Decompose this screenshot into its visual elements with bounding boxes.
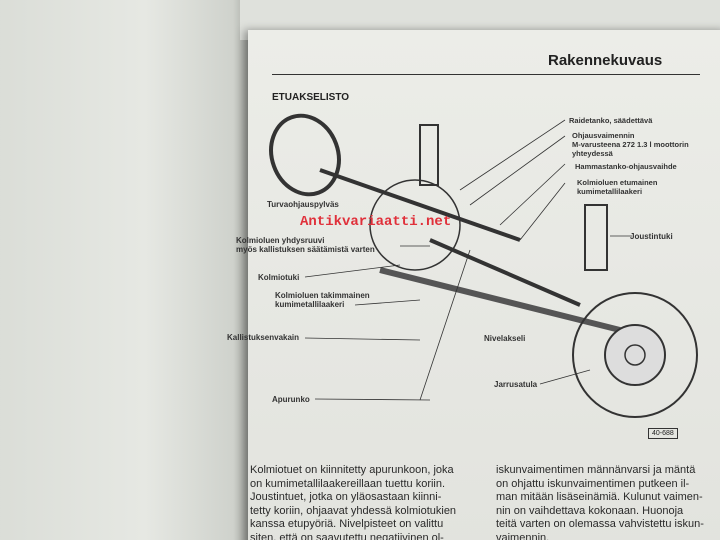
body-line: iskunvaimentimen männänvarsi ja mäntä xyxy=(496,464,696,476)
label-joustintuki: Joustintuki xyxy=(630,232,673,241)
body-line: Kolmiotuet on kiinnitetty apurunkoon, jo… xyxy=(250,464,454,476)
label-etumainen-2: kumimetallilaakeri xyxy=(577,187,643,196)
label-takimmainen-2: kumimetallilaakeri xyxy=(275,300,345,309)
body-line: teitä varten on olemassa vahvistettu isk… xyxy=(496,518,704,530)
right-strut xyxy=(584,204,608,271)
section-title: ETUAKSELISTO xyxy=(272,92,350,103)
body-line: vaimennin. xyxy=(496,531,550,540)
wheel-hub xyxy=(604,324,666,386)
left-brake-disc xyxy=(369,179,461,271)
subframe xyxy=(379,267,621,333)
label-raidetanko: Raidetanko, säädettävä xyxy=(569,116,653,125)
label-ohjausvaimennin-3: yhteydessä xyxy=(572,149,613,158)
label-nivelakseli: Nivelakseli xyxy=(484,334,526,343)
steering-column xyxy=(319,168,521,242)
body-line: tetty koriin, ohjaavat yhdessä kolmiotuk… xyxy=(250,504,457,517)
figure-number: 40-688 xyxy=(648,428,678,439)
leader-lines xyxy=(304,119,632,401)
label-turvaohjauspylvas: Turvaohjauspylväs xyxy=(267,200,339,209)
label-kolmiotuki: Kolmiotuki xyxy=(258,273,300,282)
left-page xyxy=(0,0,255,540)
body-line: nin on vaihdettava kokonaan. Huonoja xyxy=(496,504,684,517)
body-line: man mitään lisäseinämiä. Kulunut vaimen- xyxy=(496,491,703,503)
left-strut xyxy=(419,124,439,186)
steering-wheel xyxy=(269,113,341,197)
watermark: Antikvariaatti.net xyxy=(300,214,452,230)
right-wheel xyxy=(572,292,698,418)
label-yhdysruuvi-1: Kolmioluen yhdysruuvi xyxy=(236,236,325,245)
body-column-left: Kolmiotuet on kiinnitetty apurunkoon, jo… xyxy=(250,464,488,540)
body-column-right: iskunvaimentimen männänvarsi ja mäntä on… xyxy=(496,464,720,540)
label-ohjausvaimennin-2: M-varusteena 272 1.3 l moottorin xyxy=(572,140,689,149)
body-line: Joustintuet, jotka on yläosastaan kiinni… xyxy=(250,491,442,503)
page-title: Rakennekuvaus xyxy=(548,52,663,69)
label-apurunko: Apurunko xyxy=(272,395,310,404)
label-kallistuksenvakain: Kallistuksenvakain xyxy=(227,333,300,342)
label-hammastanko: Hammastanko-ohjausvaihde xyxy=(575,162,677,171)
body-line: on ohjattu iskunvaimentimen putkeen il- xyxy=(496,477,690,490)
body-line: on kumimetallilaakereillaan tuettu korii… xyxy=(250,477,446,490)
body-line: siten, että on saavutettu negatiivinen o… xyxy=(250,531,444,540)
label-jarrusatula: Jarrusatula xyxy=(494,380,538,389)
label-takimmainen-1: Kolmioluen takimmainen xyxy=(275,291,370,300)
title-rule xyxy=(272,74,700,75)
label-ohjausvaimennin-1: Ohjausvaimennin xyxy=(572,131,635,140)
label-etumainen-1: Kolmioluen etumainen xyxy=(577,178,658,187)
drive-shaft xyxy=(429,238,581,307)
body-line: kanssa etupyöriä. Nivelpisteet on valitt… xyxy=(250,518,444,530)
vw-emblem xyxy=(624,344,646,366)
right-page xyxy=(248,30,720,540)
label-yhdysruuvi-2: myös kallistuksen säätämistä varten xyxy=(236,245,375,254)
